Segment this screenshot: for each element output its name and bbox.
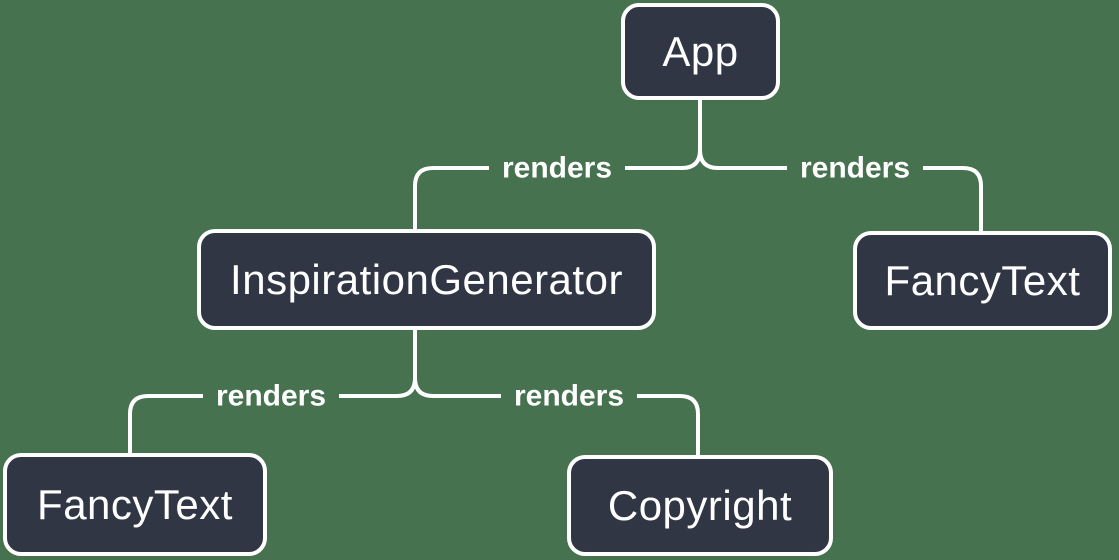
edge-label-inspirationgenerator-copyright: renders (500, 379, 638, 413)
node-fancy-text-bottom: FancyText (3, 453, 267, 556)
edge-label-inspirationgenerator-fancytext: renders (202, 379, 340, 413)
node-inspiration-generator: InspirationGenerator (197, 229, 656, 330)
edge-label-app-fancytext: renders (786, 151, 924, 185)
node-fancy-text-top: FancyText (853, 231, 1112, 330)
node-app: App (621, 3, 780, 100)
node-copyright: Copyright (567, 455, 833, 556)
edge-label-app-inspirationgenerator: renders (488, 151, 626, 185)
